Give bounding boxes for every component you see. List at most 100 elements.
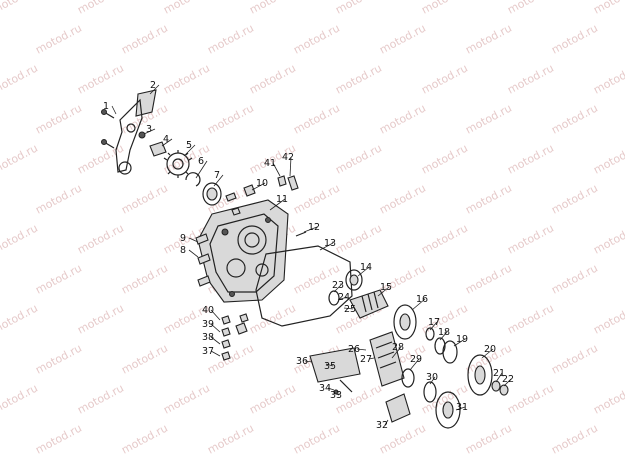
watermark-text: motod.ru [505, 141, 556, 176]
watermark-text: motod.ru [161, 61, 212, 96]
watermark-text: motod.ru [0, 61, 40, 96]
nut-parts [491, 380, 509, 396]
leader-line-3 [143, 128, 156, 135]
callout-leader-lines [111, 84, 512, 426]
leader-line-17 [429, 321, 438, 331]
counter-shaft-assembly [369, 331, 415, 388]
watermark-text: motod.ru [419, 221, 470, 256]
callout-number-19: 19 [456, 334, 468, 345]
leader-line-19 [453, 338, 466, 347]
leader-line-16 [411, 298, 426, 311]
watermark-text: motod.ru [291, 21, 342, 56]
watermark-text: motod.ru [119, 421, 170, 456]
callout-number-20: 20 [484, 344, 496, 355]
watermark-text: motod.ru [419, 141, 470, 176]
watermark-text: motod.ru [377, 181, 428, 216]
watermark-text: motod.ru [75, 381, 126, 416]
callout-numbers: 1234567891011121314151617181920212223242… [103, 80, 514, 431]
leader-line-40 [210, 309, 221, 321]
watermark-text: motod.ru [75, 61, 126, 96]
gear-part-19 [442, 340, 458, 364]
watermark-text: motod.ru [75, 301, 126, 336]
leader-line-31 [455, 406, 466, 411]
watermark-text: motod.ru [505, 301, 556, 336]
watermark-text: motod.ru [377, 21, 428, 56]
callout-number-32: 32 [376, 420, 388, 431]
watermark-text: motod.ru [505, 381, 556, 416]
callout-number-5: 5 [186, 140, 192, 151]
watermark-text: motod.ru [549, 261, 600, 296]
callout-number-4: 4 [163, 134, 169, 145]
watermark-text: motod.ru [33, 181, 84, 216]
leader-line-12 [303, 226, 318, 233]
callout-number-41: 41 [264, 158, 276, 169]
watermark-text: motod.ru [247, 0, 298, 17]
callout-number-40: 40 [202, 305, 214, 316]
leader-line-2 [149, 84, 160, 95]
leader-line-38 [210, 336, 221, 345]
watermark-text: motod.ru [591, 381, 625, 416]
bearing-part [202, 182, 222, 206]
watermark-text: motod.ru [247, 381, 298, 416]
small-hardware-stack [221, 315, 231, 361]
callout-number-1: 1 [103, 101, 109, 112]
rod-part [295, 231, 307, 237]
watermark-text: motod.ru [463, 21, 514, 56]
watermark-text: motod.ru [161, 381, 212, 416]
watermark-text: motod.ru [291, 421, 342, 456]
callout-number-18: 18 [438, 327, 450, 338]
leader-line-1 [111, 105, 117, 115]
callout-number-39: 39 [202, 319, 214, 330]
watermark-text: motod.ru [119, 261, 170, 296]
leader-line-18 [439, 331, 448, 341]
callout-number-33: 33 [330, 390, 342, 401]
leader-line-25 [343, 307, 354, 310]
watermark-text: motod.ru [33, 21, 84, 56]
callout-number-30: 30 [426, 372, 438, 383]
right-small-parts [235, 313, 249, 335]
callout-number-28: 28 [392, 342, 404, 353]
watermark-text: motod.ru [591, 141, 625, 176]
watermark-text: motod.ru [419, 0, 470, 17]
gear-part-30 [423, 381, 437, 403]
callout-number-2: 2 [150, 80, 156, 91]
leader-line-36 [304, 360, 313, 363]
leader-line-39 [210, 323, 221, 333]
callout-number-7: 7 [214, 170, 220, 181]
leader-line-41 [272, 162, 281, 177]
watermark-text: motod.ru [419, 61, 470, 96]
watermark-text: motod.ru [0, 0, 40, 17]
fitting-parts [138, 131, 167, 157]
watermark-text: motod.ru [591, 221, 625, 256]
callout-number-25: 25 [344, 304, 356, 315]
leader-line-26 [356, 348, 367, 351]
callout-number-24: 24 [338, 292, 350, 303]
watermark-text: motod.ru [0, 221, 40, 256]
watermark-text: motod.ru [505, 221, 556, 256]
shaft-bearings [328, 269, 363, 306]
leader-line-32 [384, 419, 389, 426]
leader-line-29 [409, 358, 420, 371]
output-shaft [309, 347, 361, 393]
leader-line-34 [327, 387, 335, 391]
watermark-text: motod.ru [205, 101, 256, 136]
leader-line-4 [161, 138, 173, 147]
leader-line-11 [269, 198, 286, 211]
callout-number-12: 12 [308, 222, 320, 233]
watermark-text: motod.ru [0, 381, 40, 416]
watermark-text: motod.ru [119, 21, 170, 56]
leader-line-5 [183, 144, 196, 157]
watermark-text: motod.ru [505, 0, 556, 17]
callout-number-42: 42 [282, 152, 294, 163]
watermark-text: motod.ru [549, 181, 600, 216]
callout-number-17: 17 [428, 317, 440, 328]
pin-parts [277, 175, 299, 191]
watermark-text: motod.ru [333, 0, 384, 17]
watermark-text: motod.ru [333, 221, 384, 256]
watermark-text: motod.ru [33, 261, 84, 296]
callout-number-23: 23 [332, 280, 344, 291]
callout-number-3: 3 [146, 124, 152, 135]
callout-number-38: 38 [202, 332, 214, 343]
callout-number-31: 31 [456, 402, 468, 413]
